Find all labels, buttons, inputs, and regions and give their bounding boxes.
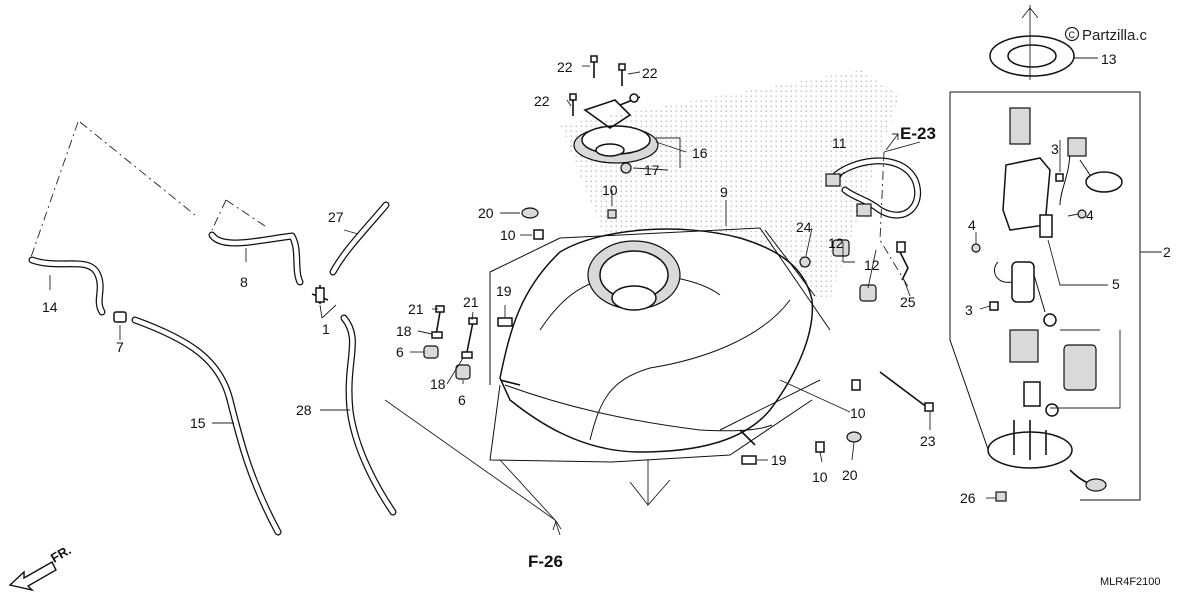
callout-7: 7 bbox=[116, 339, 124, 355]
callout-12a: 12 bbox=[828, 235, 844, 251]
callout-19a: 19 bbox=[496, 283, 512, 299]
nut-17[interactable] bbox=[620, 162, 632, 174]
callout-28: 28 bbox=[296, 402, 312, 418]
callout-25: 25 bbox=[900, 294, 916, 310]
callout-4a: 4 bbox=[1086, 207, 1094, 223]
callout-10a: 10 bbox=[602, 182, 618, 198]
callout-9: 9 bbox=[720, 184, 728, 200]
grommet-20-top[interactable] bbox=[521, 207, 539, 219]
callout-22c: 22 bbox=[534, 93, 550, 109]
callout-20b: 20 bbox=[842, 467, 858, 483]
callout-18b: 18 bbox=[430, 376, 446, 392]
bolt-21a[interactable] bbox=[435, 305, 445, 336]
callout-23: 23 bbox=[920, 433, 936, 449]
callout-14: 14 bbox=[42, 299, 58, 315]
callout-4b: 4 bbox=[968, 217, 976, 233]
grommet-6b[interactable] bbox=[455, 364, 471, 380]
cushion-19b[interactable] bbox=[741, 455, 757, 465]
hose-27[interactable] bbox=[329, 201, 390, 276]
callout-6b: 6 bbox=[458, 392, 466, 408]
callout-1: 1 bbox=[322, 321, 330, 337]
callout-19b: 19 bbox=[771, 452, 787, 468]
callout-12b: 12 bbox=[864, 257, 880, 273]
callout-11: 11 bbox=[832, 135, 847, 151]
callout-6a: 6 bbox=[396, 344, 404, 360]
bolt-22c[interactable] bbox=[569, 93, 577, 116]
callout-3a: 3 bbox=[1051, 141, 1059, 157]
pump-unit-5[interactable] bbox=[994, 261, 1097, 391]
screw-3a[interactable] bbox=[1055, 173, 1064, 182]
hose-28[interactable] bbox=[340, 314, 397, 516]
washer-20-bottom[interactable] bbox=[846, 431, 862, 443]
collar-10-mid[interactable] bbox=[851, 379, 861, 391]
callout-2: 2 bbox=[1163, 244, 1171, 260]
bolt-22a[interactable] bbox=[590, 55, 598, 78]
pump-base[interactable] bbox=[987, 381, 1107, 492]
callout-21a: 21 bbox=[408, 301, 424, 317]
reference-f26[interactable]: F-26 bbox=[528, 552, 563, 571]
setting-plate-13[interactable] bbox=[989, 35, 1075, 77]
screw-3b[interactable] bbox=[989, 301, 999, 311]
callout-3b: 3 bbox=[965, 302, 973, 318]
clip-7[interactable] bbox=[113, 311, 127, 323]
damper-12a[interactable] bbox=[832, 239, 850, 257]
callout-5: 5 bbox=[1112, 276, 1120, 292]
callout-8: 8 bbox=[240, 274, 248, 290]
nut-26[interactable] bbox=[995, 491, 1007, 502]
callout-27: 27 bbox=[328, 209, 344, 225]
callout-17: 17 bbox=[644, 162, 660, 178]
callout-13: 13 bbox=[1101, 51, 1117, 67]
hose-14[interactable] bbox=[28, 256, 106, 316]
bolt-21b[interactable] bbox=[466, 317, 478, 353]
copyright-icon: C bbox=[1064, 26, 1080, 42]
washer-18b[interactable] bbox=[461, 351, 473, 359]
screw-4b[interactable] bbox=[971, 243, 981, 253]
callout-18a: 18 bbox=[396, 323, 412, 339]
screw-4a[interactable] bbox=[1077, 209, 1087, 219]
fuel-cap-16[interactable] bbox=[573, 93, 659, 164]
callout-26: 26 bbox=[960, 490, 976, 506]
callout-10b: 10 bbox=[500, 227, 516, 243]
callout-21b: 21 bbox=[463, 294, 479, 310]
callout-10c: 10 bbox=[850, 405, 866, 421]
callout-22b: 22 bbox=[642, 65, 658, 81]
hose-11[interactable] bbox=[825, 157, 922, 219]
callout-20a: 20 bbox=[478, 205, 494, 221]
fuel-tank-9[interactable] bbox=[499, 228, 814, 453]
fuel-pump-assy-2[interactable] bbox=[1002, 107, 1123, 238]
collar-10-top[interactable] bbox=[533, 229, 544, 240]
grommet-6a[interactable] bbox=[423, 345, 439, 359]
cushion-19a[interactable] bbox=[497, 317, 513, 327]
callout-16: 16 bbox=[692, 145, 708, 161]
callout-22a: 22 bbox=[557, 59, 573, 75]
clamp-25[interactable] bbox=[896, 241, 909, 281]
hose-15[interactable] bbox=[131, 316, 282, 536]
callout-15: 15 bbox=[190, 415, 206, 431]
bolt-23[interactable] bbox=[879, 371, 934, 412]
hose-8[interactable] bbox=[208, 231, 304, 286]
watermark: Partzilla.c bbox=[1082, 27, 1148, 44]
damper-12b[interactable] bbox=[859, 284, 877, 302]
diagram-code: MLR4F2100 bbox=[1100, 576, 1161, 588]
joint-1[interactable] bbox=[311, 285, 329, 304]
nut-24[interactable] bbox=[799, 256, 811, 268]
bolt-22b[interactable] bbox=[618, 63, 626, 86]
reference-e23[interactable]: E-23 bbox=[900, 124, 936, 143]
collar-10-bottom[interactable] bbox=[815, 441, 825, 453]
svg-text:C: C bbox=[1069, 30, 1076, 40]
front-arrow-icon bbox=[8, 561, 57, 592]
callout-24: 24 bbox=[796, 219, 812, 235]
washer-18a[interactable] bbox=[431, 331, 443, 339]
collar-10-cap[interactable] bbox=[607, 209, 617, 219]
callout-10d: 10 bbox=[812, 469, 828, 485]
